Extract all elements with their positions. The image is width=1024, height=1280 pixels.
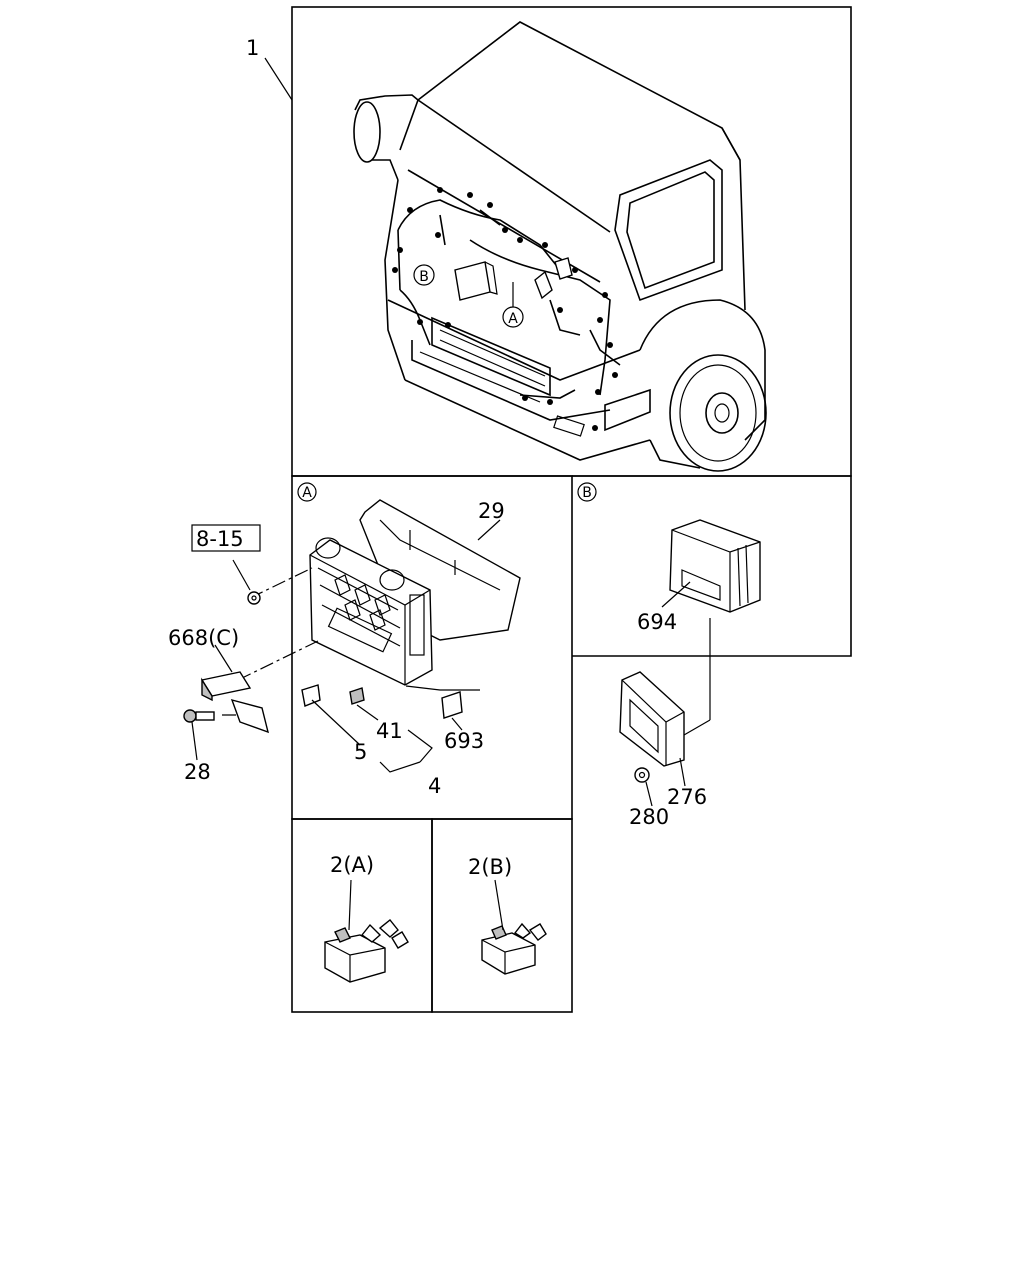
callout-labels: 1 29 8-15 668(C) 28 41 5 693 4 694 276 2… [168, 36, 707, 879]
relay-2a [324, 879, 409, 983]
panel-a-leaders [222, 519, 501, 773]
callout-1: 1 [246, 36, 259, 60]
cab-marker-a: A [502, 282, 524, 328]
ecu-276 [619, 618, 711, 787]
callout-29: 29 [478, 499, 505, 523]
panel-b-marker: B [577, 482, 597, 502]
wiring-harness [392, 187, 621, 431]
callout-276: 276 [667, 785, 707, 809]
nut-280 [634, 767, 653, 807]
fuse-box-body [309, 537, 433, 686]
panel-frames [291, 6, 852, 1013]
panel-a-marker: A [297, 482, 317, 502]
bracket-668c [200, 644, 269, 734]
truck-cab-drawing [353, 21, 767, 472]
callout-2a: 2(A) [330, 853, 374, 877]
callout-694: 694 [637, 610, 677, 634]
cab-marker-b: B [413, 264, 435, 286]
callout-5: 5 [354, 740, 367, 764]
bolt-28 [183, 709, 215, 761]
callout-8-15: 8-15 [196, 527, 244, 551]
leader-1 [264, 57, 293, 101]
callout-2b: 2(B) [468, 855, 512, 879]
callout-28: 28 [184, 760, 211, 784]
relay-2b [481, 879, 547, 975]
marker-letter: A [302, 485, 312, 501]
ecu-cover-694 [661, 519, 761, 613]
callout-693: 693 [444, 729, 484, 753]
callout-280: 280 [629, 805, 669, 829]
callout-4: 4 [428, 774, 441, 798]
fuse-parts [301, 684, 463, 719]
callout-668c: 668(C) [168, 626, 239, 650]
callout-41: 41 [376, 719, 403, 743]
marker-letter: B [582, 485, 592, 501]
nut [232, 559, 261, 605]
marker-letter: B [419, 269, 429, 285]
box-8-15 [191, 524, 261, 552]
marker-letter: A [508, 311, 518, 327]
